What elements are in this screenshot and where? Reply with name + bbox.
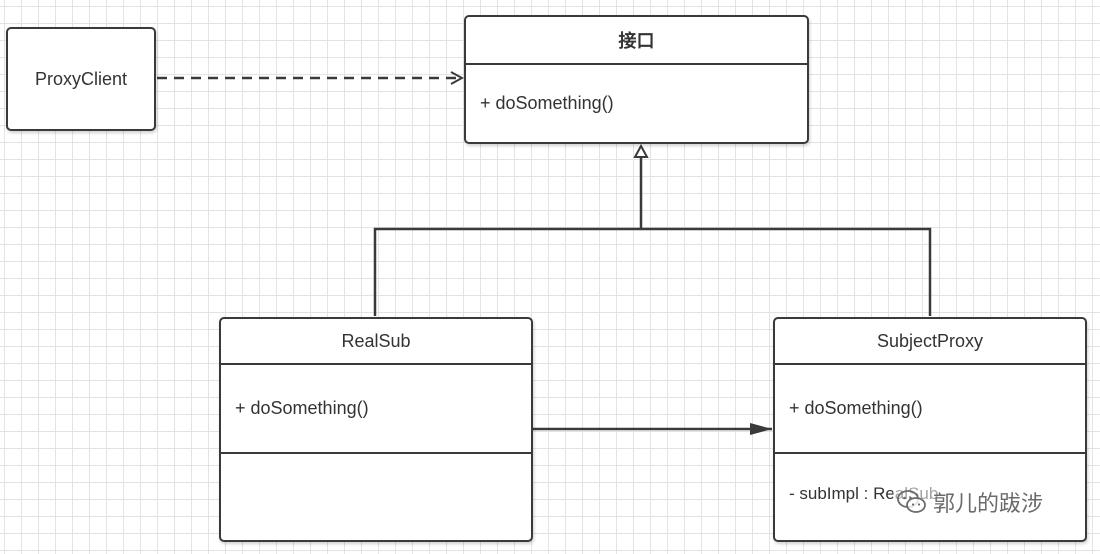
subject-proxy-class-box[interactable]: SubjectProxy + doSomething() - subImpl :… <box>773 317 1087 542</box>
real-sub-attribute-section <box>221 452 531 540</box>
real-sub-class-name: RealSub <box>341 330 411 351</box>
interface-class-name: 接口 <box>618 31 655 51</box>
watermark-text: 郭儿的跋涉 <box>933 492 1044 517</box>
proxy-client-label: ProxyClient <box>34 68 128 89</box>
interface-operation: + doSomething() <box>466 63 807 142</box>
subject-proxy-class-name: SubjectProxy <box>876 330 984 351</box>
proxy-client-box[interactable]: ProxyClient <box>6 27 156 131</box>
interface-class-box[interactable]: 接口 + doSomething() <box>464 15 809 144</box>
real-sub-class-box[interactable]: RealSub + doSomething() <box>219 317 533 542</box>
watermark: 郭儿的跋涉 <box>893 484 1050 520</box>
subject-proxy-operation: + doSomething() <box>775 363 1085 452</box>
real-sub-operation: + doSomething() <box>221 363 531 452</box>
realization-connector <box>373 227 932 316</box>
wechat-icon <box>897 490 926 513</box>
